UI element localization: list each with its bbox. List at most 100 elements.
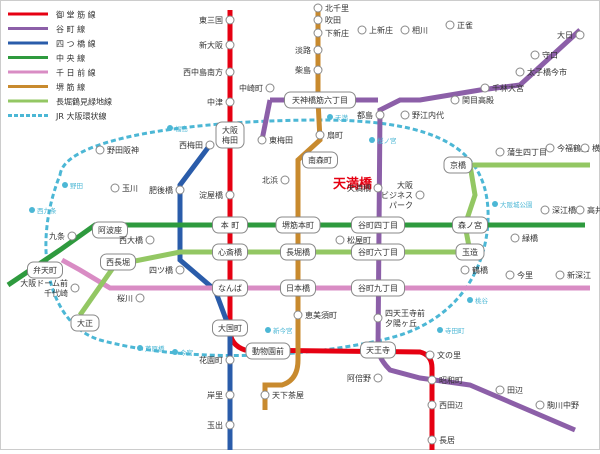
station-box[interactable]: [70, 314, 100, 332]
jr-station-dot[interactable]: [137, 345, 143, 351]
jr-station-dot[interactable]: [29, 207, 35, 213]
station-marker[interactable]: [225, 97, 235, 107]
station-label: 下新庄: [325, 28, 349, 38]
station-marker[interactable]: [505, 270, 515, 280]
station-box[interactable]: [302, 151, 338, 169]
station-marker[interactable]: [145, 235, 155, 245]
station-marker[interactable]: [315, 130, 325, 140]
station-box[interactable]: [245, 342, 291, 360]
station-marker[interactable]: [495, 385, 505, 395]
station-marker[interactable]: [225, 420, 235, 430]
station-marker[interactable]: [175, 265, 185, 275]
station-marker[interactable]: [427, 375, 437, 385]
station-box[interactable]: [360, 341, 396, 359]
station-marker[interactable]: [335, 235, 345, 245]
station-marker[interactable]: [427, 400, 437, 410]
jr-station-dot[interactable]: [467, 297, 473, 303]
station-marker[interactable]: [415, 190, 425, 200]
jr-station-dot[interactable]: [167, 125, 173, 131]
jr-station-label: 野田: [70, 182, 83, 190]
jr-station-dot[interactable]: [172, 349, 178, 355]
station-box[interactable]: [351, 216, 405, 234]
station-box[interactable]: [215, 121, 245, 149]
station-marker[interactable]: [313, 15, 323, 25]
jr-station-dot[interactable]: [62, 182, 68, 188]
station-marker[interactable]: [313, 3, 323, 13]
station-marker[interactable]: [313, 45, 323, 55]
station-label: 堺筋本町: [282, 220, 314, 230]
jr-station-dot[interactable]: [437, 327, 443, 333]
station-box[interactable]: [443, 156, 473, 174]
station-box[interactable]: [455, 243, 485, 261]
station-marker[interactable]: [225, 390, 235, 400]
station-label: 中崎町: [239, 83, 263, 93]
station-marker[interactable]: [95, 145, 105, 155]
station-marker[interactable]: [400, 110, 410, 120]
station-label: 大日: [557, 30, 573, 40]
station-box[interactable]: [212, 279, 248, 297]
station-marker[interactable]: [373, 313, 383, 323]
station-marker[interactable]: [225, 40, 235, 50]
station-marker[interactable]: [460, 265, 470, 275]
station-marker[interactable]: [510, 233, 520, 243]
station-marker[interactable]: [495, 147, 505, 157]
station-box[interactable]: [212, 243, 248, 261]
station-label: 南森町: [308, 155, 332, 165]
station-marker[interactable]: [257, 135, 267, 145]
station-box[interactable]: [280, 279, 316, 297]
station-marker[interactable]: [445, 20, 455, 30]
station-marker[interactable]: [110, 183, 120, 193]
station-marker[interactable]: [427, 435, 437, 445]
station-marker[interactable]: [555, 270, 565, 280]
station-marker[interactable]: [373, 183, 383, 193]
station-label: 大阪: [397, 180, 413, 190]
station-marker[interactable]: [70, 283, 80, 293]
station-marker[interactable]: [67, 231, 77, 241]
station-marker[interactable]: [293, 310, 303, 320]
station-marker[interactable]: [280, 175, 290, 185]
station-marker[interactable]: [575, 205, 585, 215]
station-box[interactable]: [27, 261, 63, 279]
station-marker[interactable]: [545, 143, 555, 153]
station-marker[interactable]: [450, 95, 460, 105]
station-marker[interactable]: [175, 185, 185, 195]
jr-station-dot[interactable]: [327, 114, 333, 120]
station-marker[interactable]: [400, 25, 410, 35]
station-marker[interactable]: [515, 67, 525, 77]
jr-station-dot[interactable]: [265, 327, 271, 333]
station-marker[interactable]: [225, 67, 235, 77]
station-marker[interactable]: [535, 400, 545, 410]
station-marker[interactable]: [425, 350, 435, 360]
jr-station-dot[interactable]: [492, 201, 498, 207]
station-marker[interactable]: [225, 15, 235, 25]
station-marker[interactable]: [357, 25, 367, 35]
station-marker[interactable]: [480, 83, 490, 93]
station-box[interactable]: [280, 243, 316, 261]
station-marker[interactable]: [313, 28, 323, 38]
station-marker[interactable]: [530, 50, 540, 60]
station-box[interactable]: [92, 221, 128, 239]
station-label: 新深江: [567, 270, 591, 280]
station-box[interactable]: [212, 216, 248, 234]
station-marker[interactable]: [373, 373, 383, 383]
station-marker[interactable]: [265, 83, 275, 93]
station-marker[interactable]: [135, 293, 145, 303]
station-box[interactable]: [275, 216, 321, 234]
station-marker[interactable]: [225, 355, 235, 365]
station-box[interactable]: [100, 253, 136, 271]
station-box[interactable]: [351, 279, 405, 297]
highlight-temmabashi: 天満橋: [333, 176, 373, 192]
jr-station-dot[interactable]: [369, 137, 375, 143]
station-box[interactable]: [452, 216, 488, 234]
station-box[interactable]: [212, 319, 248, 337]
station-marker[interactable]: [375, 110, 385, 120]
station-marker[interactable]: [260, 390, 270, 400]
station-marker[interactable]: [580, 143, 590, 153]
station-marker[interactable]: [575, 30, 585, 40]
station-box[interactable]: [351, 243, 405, 261]
station-marker[interactable]: [225, 190, 235, 200]
station-marker[interactable]: [313, 65, 323, 75]
station-marker[interactable]: [205, 140, 215, 150]
station-box[interactable]: [284, 91, 356, 109]
station-marker[interactable]: [540, 205, 550, 215]
